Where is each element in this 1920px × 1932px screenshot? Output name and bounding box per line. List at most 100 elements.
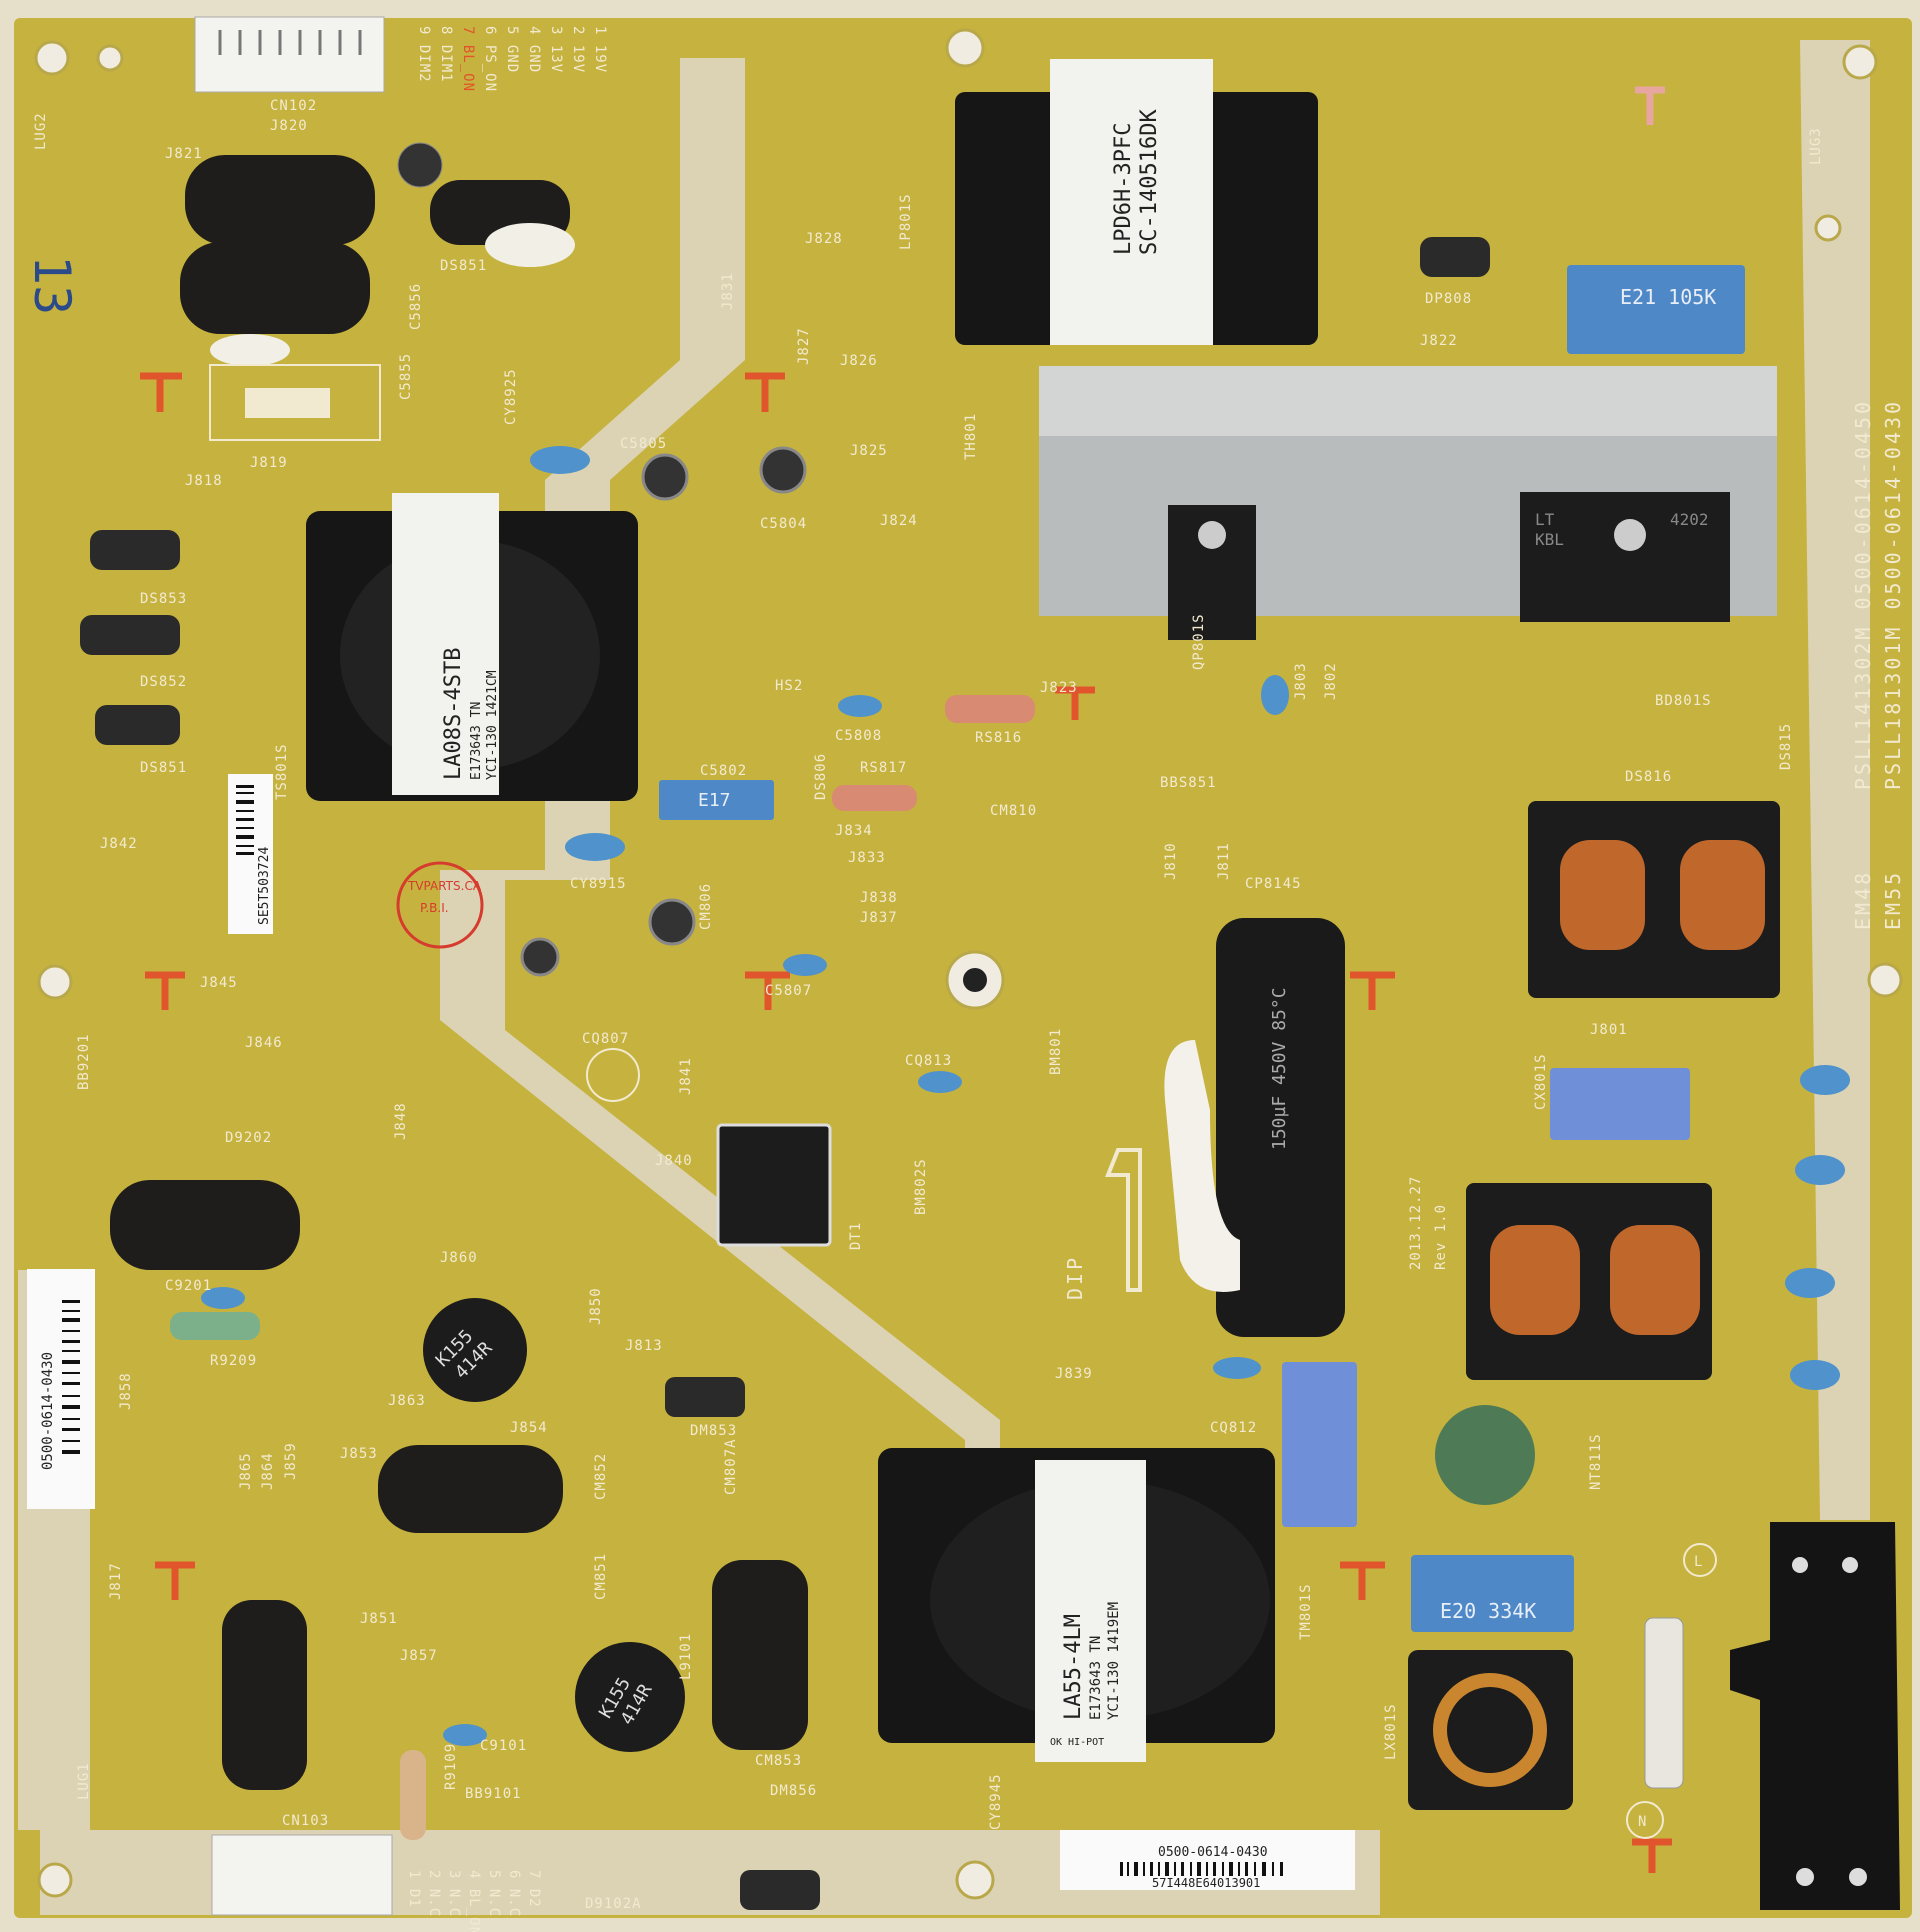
- silk-c9101: C9101: [480, 1738, 527, 1754]
- mounting-hole: [1842, 44, 1878, 80]
- inlet-hole: [1792, 1557, 1808, 1573]
- edge-channel-right: [1800, 40, 1870, 1520]
- pin-label: 6 PS_ON: [482, 26, 498, 92]
- silk-j848: J848: [393, 1102, 409, 1140]
- bridge-label-3: 4202: [1670, 510, 1709, 529]
- n-mark: N: [1638, 1814, 1647, 1830]
- silk-c5856: C5856: [408, 283, 424, 330]
- pin-label: 3 N.C: [446, 1870, 462, 1917]
- silk-d9102a: D9102A: [585, 1896, 642, 1912]
- mounting-hole: [37, 1862, 73, 1898]
- silk-c9201: C9201: [165, 1278, 212, 1294]
- silk-c5855: C5855: [398, 353, 414, 400]
- silk-j833: J833: [848, 850, 886, 866]
- isolation-channel: [440, 58, 1000, 1620]
- variant-em55: EM55: [1881, 870, 1905, 930]
- silk-c5805: C5805: [620, 436, 667, 452]
- silk-j813: J813: [625, 1338, 663, 1354]
- common-mode-choke-bottom: [1466, 1183, 1712, 1380]
- silk-cy8915: CY8915: [570, 876, 627, 892]
- transformer-bottom-model: LA55-4LM: [1061, 1614, 1086, 1720]
- bottom-sticker: [1060, 1830, 1355, 1890]
- y-cap: [918, 1071, 962, 1093]
- ac-inlet-connector: [1730, 1522, 1900, 1910]
- glue-blob: [485, 223, 575, 267]
- diode-dm853: [665, 1377, 745, 1417]
- transformer-bottom-label: [1035, 1460, 1146, 1762]
- pin-label: 4 GND: [526, 26, 542, 73]
- bulk-capacitor: [1216, 918, 1345, 1337]
- inlet-hole: [1842, 1557, 1858, 1573]
- transformer-left-model: LA08S-4STB: [441, 648, 466, 780]
- silk-lug1: LUG1: [76, 1762, 92, 1800]
- left-sticker-text: 0500-0614-0430: [40, 1352, 56, 1470]
- y-cap: [565, 833, 625, 861]
- capacitor-e17: [659, 780, 774, 820]
- silk-j842: J842: [100, 836, 138, 852]
- bridge-label-1: LT: [1535, 510, 1555, 529]
- capacitor-e21-label: E21 105K: [1620, 285, 1716, 309]
- silk-bbs851: BBS851: [1160, 775, 1217, 791]
- silk-cm852: CM852: [593, 1453, 609, 1500]
- extra-silk-refs: J821 C5855 C5856 DS806 J803 J802 J810 J8…: [118, 146, 1794, 1754]
- capacitor: [185, 155, 375, 245]
- diode: [95, 705, 180, 745]
- connector-pins: [218, 30, 362, 55]
- silk-th801: TH801: [963, 413, 979, 460]
- model-line-1: PSLL141302M 0500-0614-0450: [1851, 399, 1875, 790]
- silk-cq813: CQ813: [905, 1053, 952, 1069]
- pin-label: 7 BL_ON: [460, 26, 476, 92]
- hipot-mark: OK HI-POT: [1050, 1737, 1104, 1748]
- silk-cn102: CN102: [270, 98, 317, 114]
- capacitor-small: [648, 898, 696, 946]
- pin-label: 8 DIM1: [438, 26, 454, 83]
- silk-dt1: DT1: [848, 1222, 864, 1250]
- silk-bs851: DS851: [440, 258, 487, 274]
- silk-j840: J840: [655, 1153, 693, 1169]
- model-line-2: PSLL181301M 0500-0614-0430: [1881, 399, 1905, 790]
- silk-j860: J860: [440, 1250, 478, 1266]
- silk-j801: J801: [1590, 1022, 1628, 1038]
- fuse: [1644, 1617, 1684, 1789]
- pin-label: 3 13V: [548, 26, 564, 73]
- bottom-barcode: [1120, 1862, 1283, 1876]
- barcode: [236, 785, 254, 855]
- pin-label: 1 19V: [592, 26, 608, 73]
- y-cap: [1795, 1155, 1845, 1185]
- capacitor-c9201: [110, 1180, 300, 1270]
- heatsink-top: [1039, 366, 1777, 436]
- pin-label: 5 N.C: [486, 1870, 502, 1917]
- dip-arrow-icon: [1105, 1148, 1142, 1292]
- silk-j864: J864: [260, 1452, 276, 1490]
- variant-em48: EM48: [1851, 870, 1875, 930]
- pin-label: 9 DIM2: [416, 26, 432, 83]
- silk-bd801: BD801S: [1655, 693, 1712, 709]
- resistor-rs816: [945, 695, 1035, 723]
- connector-cn103: [211, 1834, 393, 1916]
- silk-r9209: R9209: [210, 1353, 257, 1369]
- silk-lug2: LUG2: [33, 112, 49, 150]
- mounting-hole: [96, 44, 124, 72]
- left-barcode: [62, 1300, 80, 1454]
- silk-j820: J820: [270, 118, 308, 134]
- transformer-bottom-cert: E173643 TN: [1088, 1636, 1104, 1720]
- transformer-bottom-code: YCI-130 1419EM: [1106, 1602, 1122, 1720]
- capacitor-e21: [1567, 265, 1745, 354]
- resistor-rs817: [832, 785, 917, 811]
- screw: [1198, 521, 1226, 549]
- pin-label: 7 D2: [526, 1870, 542, 1908]
- capacitor-c9102: [222, 1600, 307, 1790]
- y-cap: [443, 1724, 487, 1746]
- silk-pad: [245, 388, 330, 418]
- silk-j831: J831: [720, 272, 736, 310]
- silk-j825: J825: [850, 443, 888, 459]
- silk-j841: J841: [678, 1057, 694, 1095]
- silk-j837: J837: [860, 910, 898, 926]
- silk-ds853: DS853: [140, 591, 187, 607]
- y-cap: [1790, 1360, 1840, 1390]
- silk-j824: J824: [880, 513, 918, 529]
- silk-nt811: NT811S: [1588, 1433, 1604, 1490]
- silk-bb9101: BB9101: [465, 1786, 522, 1802]
- silk-ds852: DS852: [140, 674, 187, 690]
